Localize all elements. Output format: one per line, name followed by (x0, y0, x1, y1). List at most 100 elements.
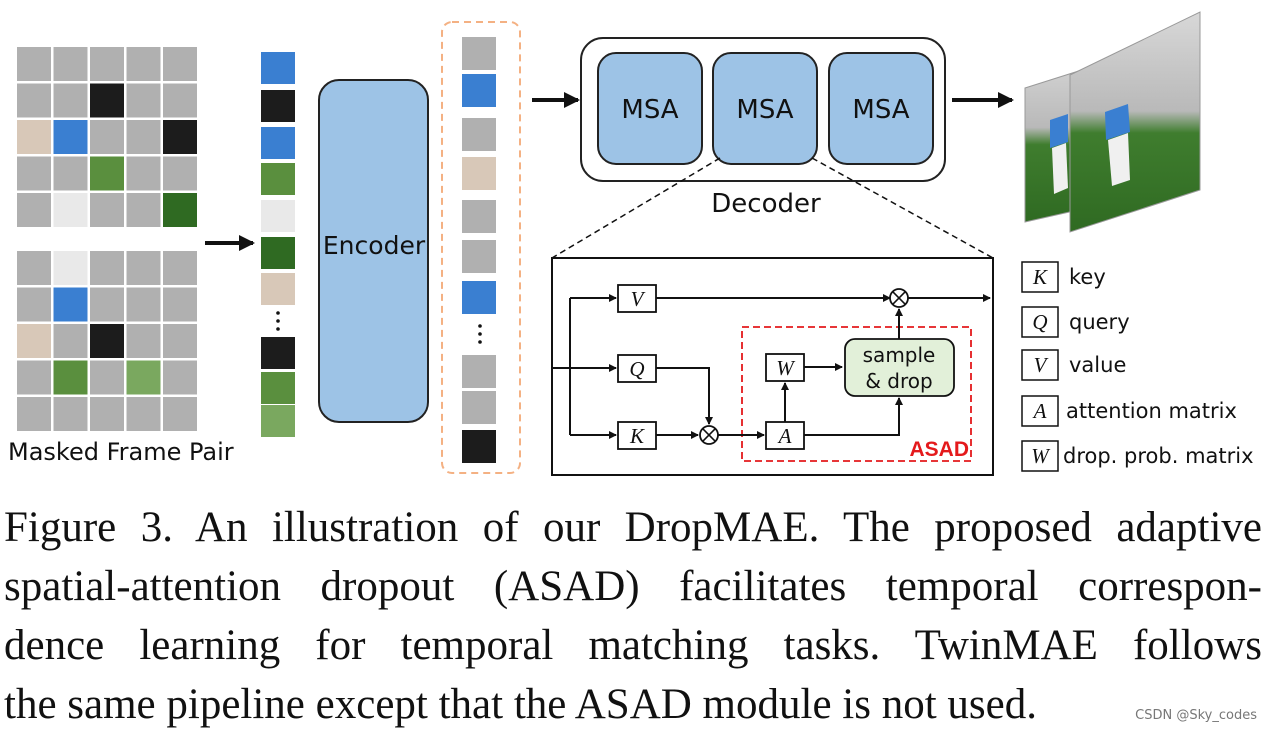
masked-patch (126, 397, 161, 431)
mask-token (462, 37, 496, 70)
masked-patch (126, 324, 161, 358)
sample-drop-line2: & drop (865, 369, 932, 393)
ellipsis-dot (478, 324, 482, 328)
visible-token (261, 127, 295, 159)
visible-patch (53, 287, 88, 322)
masked-patch (163, 287, 197, 322)
q-to-multiply (656, 367, 713, 425)
ellipsis-dot (276, 319, 280, 323)
masked-patch (53, 47, 88, 81)
masked-patch (17, 251, 51, 285)
golfer-shirt-back (1050, 114, 1068, 148)
masked-patch (17, 47, 51, 81)
msa-label-2: MSA (736, 95, 793, 125)
masked-patch (17, 360, 51, 395)
masked-patch (126, 47, 161, 81)
masked-patch (90, 47, 124, 81)
visible-token (261, 200, 295, 232)
masked-patch (17, 156, 51, 191)
ellipsis-dot (276, 311, 280, 315)
legend-k-symbol: K (1032, 265, 1048, 289)
masked-patch (53, 324, 88, 358)
visible-patch (53, 120, 88, 154)
masked-patch (90, 360, 124, 395)
masked-patch (163, 324, 197, 358)
masked-patch (90, 193, 124, 227)
masked-frame-pair-label: Masked Frame Pair (8, 438, 234, 466)
caption-line-3: dence learning for temporal matching tas… (4, 622, 1262, 669)
visible-token (462, 281, 496, 314)
masked-patch (163, 360, 197, 395)
a-to-sample-drop (804, 397, 903, 436)
q-box (617, 354, 657, 383)
visible-token (261, 405, 295, 437)
mask-token (462, 118, 496, 151)
legend-v-symbol: V (1034, 353, 1049, 377)
visible-token (462, 74, 496, 107)
masked-patch (163, 83, 197, 118)
visible-token (261, 237, 295, 269)
caption-line-2: spatial-attention dropout (ASAD) facilit… (4, 563, 1262, 610)
encoder-label: Encoder (323, 231, 426, 260)
msa-block-3 (828, 52, 934, 165)
masked-patch (126, 287, 161, 322)
visible-token-column (261, 52, 295, 437)
caption-line-4: the same pipeline except that the ASAD m… (4, 681, 1037, 728)
legend-w-symbol: W (1031, 444, 1051, 468)
visible-token (261, 90, 295, 122)
masked-frame-bottom (17, 251, 197, 431)
visible-patch (17, 120, 51, 154)
zoom-line-right (811, 157, 994, 259)
legend-q-symbol: Q (1032, 310, 1047, 334)
visible-token (462, 430, 496, 463)
ellipsis-dot (276, 327, 280, 331)
visible-token (261, 337, 295, 369)
w-box (765, 353, 805, 382)
masked-patch (126, 83, 161, 118)
masked-patch (17, 83, 51, 118)
zoom-line-left (551, 157, 721, 259)
a-symbol: A (777, 424, 792, 448)
visible-patch (90, 83, 124, 118)
mask-token (462, 200, 496, 233)
visible-token (462, 157, 496, 190)
legend-q-text: query (1069, 310, 1130, 334)
masked-patch (90, 251, 124, 285)
legend-a-box (1021, 395, 1059, 427)
legend-k-box (1021, 261, 1059, 293)
masked-patch (90, 120, 124, 154)
masked-patch (163, 251, 197, 285)
legend-v-text: value (1069, 353, 1126, 377)
masked-patch (53, 83, 88, 118)
ellipsis-dot (478, 340, 482, 344)
visible-patch (53, 251, 88, 285)
legend-w-text: drop. prob. matrix (1063, 444, 1254, 468)
asad-label: ASAD (909, 438, 969, 461)
masked-patch (53, 156, 88, 191)
mask-token (462, 391, 496, 424)
masked-patch (163, 397, 197, 431)
legend: K key Q query V value A attention matrix… (1021, 261, 1254, 472)
golfer-pants (1108, 133, 1130, 186)
masked-patch (17, 397, 51, 431)
visible-token (261, 273, 295, 305)
k-symbol: K (629, 424, 645, 448)
visible-patch (90, 324, 124, 358)
reconstructed-frames (1024, 11, 1201, 233)
legend-v-box (1021, 349, 1059, 381)
golfer-shirt (1105, 104, 1130, 140)
masked-patch (53, 397, 88, 431)
dropmae-diagram: Masked Frame Pair Encoder MSA MSA MSA De… (8, 11, 1254, 476)
msa-block-1 (597, 52, 703, 165)
masked-patch (126, 251, 161, 285)
sample-drop-line1: sample (863, 343, 936, 367)
legend-q-box (1021, 306, 1059, 338)
mask-token (462, 355, 496, 388)
masked-patch (90, 397, 124, 431)
v-symbol: V (631, 287, 646, 311)
masked-patch (126, 156, 161, 191)
visible-token (261, 163, 295, 195)
legend-k-text: key (1069, 265, 1106, 289)
masked-patch (163, 156, 197, 191)
msa-label-1: MSA (621, 95, 678, 125)
